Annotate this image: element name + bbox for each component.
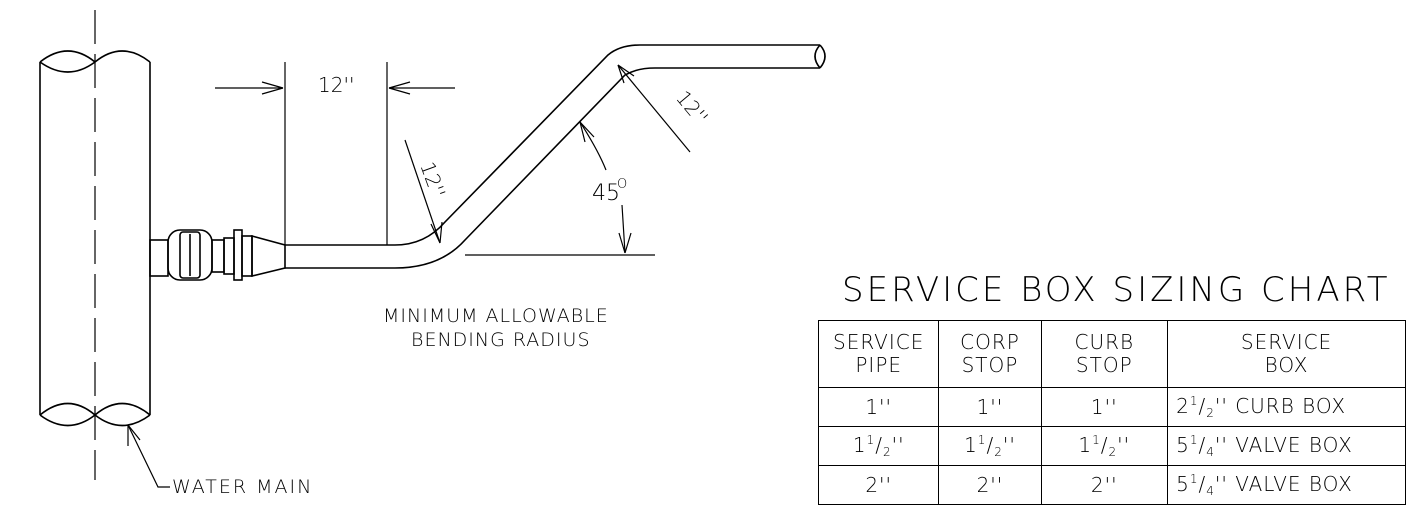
upper-radius-leader — [617, 64, 691, 153]
fraction-slash: / — [1198, 471, 1207, 496]
chart-title: SERVICE BOX SIZING CHART — [842, 270, 1391, 310]
header-text: SERVICE — [833, 330, 925, 354]
header-curb-stop: CURB STOP — [1040, 320, 1169, 388]
cell-value: 2'' — [1091, 473, 1118, 497]
cell-unit: 2'' — [1090, 472, 1118, 497]
table-cell-curb: 11/2'' — [1040, 426, 1169, 466]
straight-length-dimension — [215, 62, 455, 245]
straight-length-label: 12'' — [318, 73, 354, 97]
cell-value: 1'' — [865, 395, 892, 419]
cell-unit: '' CURB BOX — [1214, 393, 1347, 418]
fraction-numerator: 1 — [977, 432, 987, 447]
fraction-whole: 2 — [1176, 393, 1190, 418]
fraction-numerator: 1 — [1092, 432, 1101, 447]
cell-unit: 2'' — [976, 472, 1004, 497]
cell-value: 51/4'' VALVE BOX — [1176, 432, 1353, 459]
cell-unit: '' — [1002, 432, 1016, 457]
header-text: STOP — [1075, 353, 1133, 377]
service-box-sizing-table: SERVICE PIPE CORP STOP CURB STOP SERVICE… — [817, 320, 1406, 505]
header-text: STOP — [961, 353, 1019, 377]
water-main-label: WATER MAIN — [172, 476, 313, 498]
cell-unit: 1'' — [865, 394, 893, 419]
fraction-slash: / — [875, 432, 883, 457]
cell-value: 51/4'' VALVE BOX — [1176, 471, 1353, 498]
header-text: PIPE — [855, 353, 903, 377]
cell-value: 11/2'' — [964, 432, 1016, 459]
fraction-whole: 1 — [964, 432, 978, 457]
header-service-pipe: SERVICE PIPE — [817, 320, 940, 388]
table-cell-curb: 1'' — [1040, 387, 1169, 427]
fraction-slash: / — [1198, 432, 1207, 457]
fraction-slash: / — [986, 432, 995, 457]
cell-value: 11/2'' — [852, 432, 905, 459]
header-text: BOX — [1264, 353, 1309, 377]
fraction-whole: 5 — [1176, 432, 1190, 457]
lower-radius-label: 12'' — [415, 159, 450, 201]
angle-unit: O — [617, 177, 627, 192]
table-row: 1''1''1''21/2'' CURB BOX — [817, 387, 1406, 427]
fraction-whole: 1 — [852, 432, 867, 457]
header-service-box: SERVICE BOX — [1167, 320, 1406, 388]
table-cell-box: 51/4'' VALVE BOX — [1167, 465, 1406, 505]
cell-unit: 1'' — [1090, 394, 1118, 419]
fraction-denominator: 2 — [994, 444, 1003, 459]
cell-value: 1'' — [977, 395, 1004, 419]
table-cell-pipe: 1'' — [817, 387, 940, 427]
cell-value: 21/2'' CURB BOX — [1176, 393, 1347, 420]
table-cell-curb: 2'' — [1040, 465, 1169, 505]
header-text: CURB — [1074, 330, 1135, 354]
service-pipe — [285, 44, 826, 269]
fraction-denominator: 2 — [882, 444, 892, 459]
fraction-denominator: 4 — [1206, 444, 1215, 459]
cell-unit: 2'' — [865, 472, 893, 497]
upper-radius-label: 12'' — [671, 86, 713, 129]
cell-value: 2'' — [865, 473, 892, 497]
fraction-numerator: 1 — [1189, 393, 1199, 408]
cell-value: 11/2'' — [1078, 432, 1131, 459]
fraction-whole: 5 — [1176, 471, 1190, 496]
table-cell-corp: 11/2'' — [938, 426, 1042, 466]
table-header-row: SERVICE PIPE CORP STOP CURB STOP SERVICE… — [817, 320, 1406, 388]
fraction-whole: 1 — [1078, 432, 1093, 457]
cell-value: 2'' — [977, 473, 1004, 497]
table-cell-corp: 2'' — [938, 465, 1042, 505]
table-row: 2'' 2'' 2'' 51/4'' VALVE BOX — [817, 465, 1406, 505]
cell-value: 1'' — [1091, 395, 1118, 419]
cell-unit: '' VALVE BOX — [1214, 471, 1353, 496]
cell-unit: '' — [1117, 432, 1131, 457]
fraction-numerator: 1 — [1189, 432, 1199, 447]
table-cell-box: 51/4'' VALVE BOX — [1167, 426, 1406, 466]
fraction-slash: / — [1198, 393, 1207, 418]
header-text: SERVICE — [1240, 330, 1333, 354]
cell-unit: '' VALVE BOX — [1214, 432, 1353, 457]
table-cell-pipe: 2'' — [817, 465, 940, 505]
water-main-leader — [127, 424, 170, 488]
header-corp-stop: CORP STOP — [938, 320, 1042, 388]
header-text: CORP — [960, 330, 1020, 354]
fraction-slash: / — [1100, 432, 1109, 457]
table-cell-box: 21/2'' CURB BOX — [1167, 387, 1406, 427]
fraction-denominator: 4 — [1206, 483, 1215, 498]
angle-dimension — [465, 121, 655, 256]
lower-radius-leader — [404, 139, 443, 244]
table-cell-pipe: 11/2'' — [817, 426, 940, 466]
corporation-stop-fitting — [149, 229, 286, 281]
bend-note-line1: MINIMUM ALLOWABLE — [383, 305, 609, 327]
fraction-denominator: 2 — [1206, 405, 1215, 420]
fraction-numerator: 1 — [1189, 471, 1199, 486]
table-cell-corp: 1'' — [938, 387, 1042, 427]
fraction-numerator: 1 — [866, 432, 876, 447]
cell-unit: 1'' — [976, 394, 1004, 419]
angle-label: 45 — [592, 181, 620, 206]
table-row: 11/2''11/2''11/2''51/4'' VALVE BOX — [817, 426, 1406, 466]
cell-unit: '' — [891, 432, 905, 457]
water-main-pipe — [39, 10, 151, 480]
fraction-denominator: 2 — [1108, 444, 1118, 459]
bend-note-line2: BENDING RADIUS — [411, 329, 591, 351]
